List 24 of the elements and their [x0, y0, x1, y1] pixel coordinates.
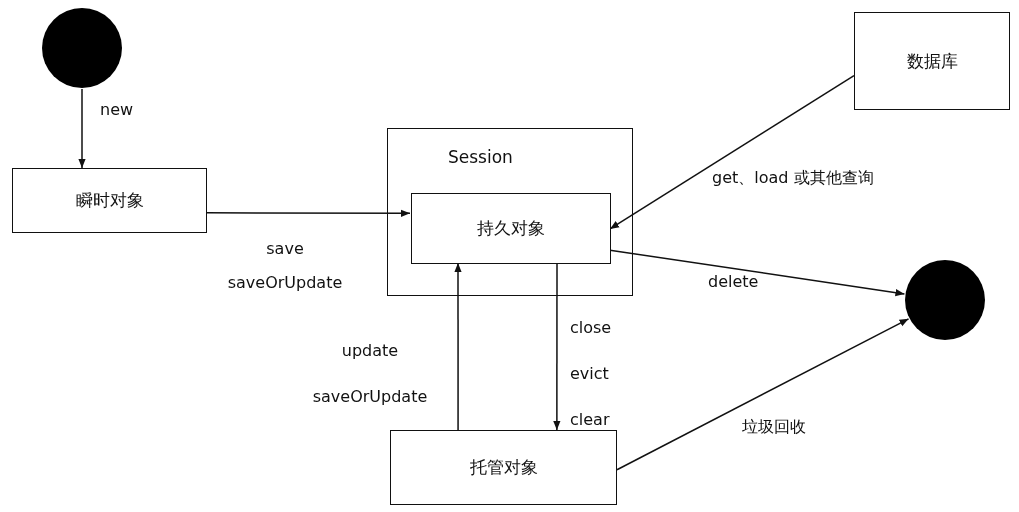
- state-label: 持久对象: [477, 217, 545, 240]
- arrow: [609, 249, 906, 297]
- arrow: [78, 88, 86, 169]
- edge-label: close evict clear: [570, 317, 613, 431]
- state-label: 托管对象: [469, 456, 538, 479]
- arrow: [454, 262, 462, 431]
- state-label: 瞬时对象: [75, 189, 144, 212]
- arrow: [206, 209, 411, 217]
- arrow: [553, 262, 561, 431]
- arrow: [609, 74, 855, 230]
- edge-label: new: [100, 99, 135, 121]
- edge-label: delete: [708, 271, 760, 293]
- edge-label: get、load 或其他查询: [712, 167, 875, 189]
- state-box: [854, 12, 1010, 110]
- state-label: 数据库: [906, 49, 958, 73]
- container-title: Session: [447, 146, 513, 167]
- edge-label: update saveOrUpdate: [311, 340, 429, 408]
- arrow: [616, 318, 910, 471]
- edge-label: save saveOrUpdate: [226, 238, 344, 294]
- state-box: [411, 193, 611, 264]
- edge-label: 垃圾回收: [742, 416, 807, 438]
- container-box: [387, 128, 633, 296]
- state-box: [390, 430, 617, 505]
- state-box: [12, 168, 207, 233]
